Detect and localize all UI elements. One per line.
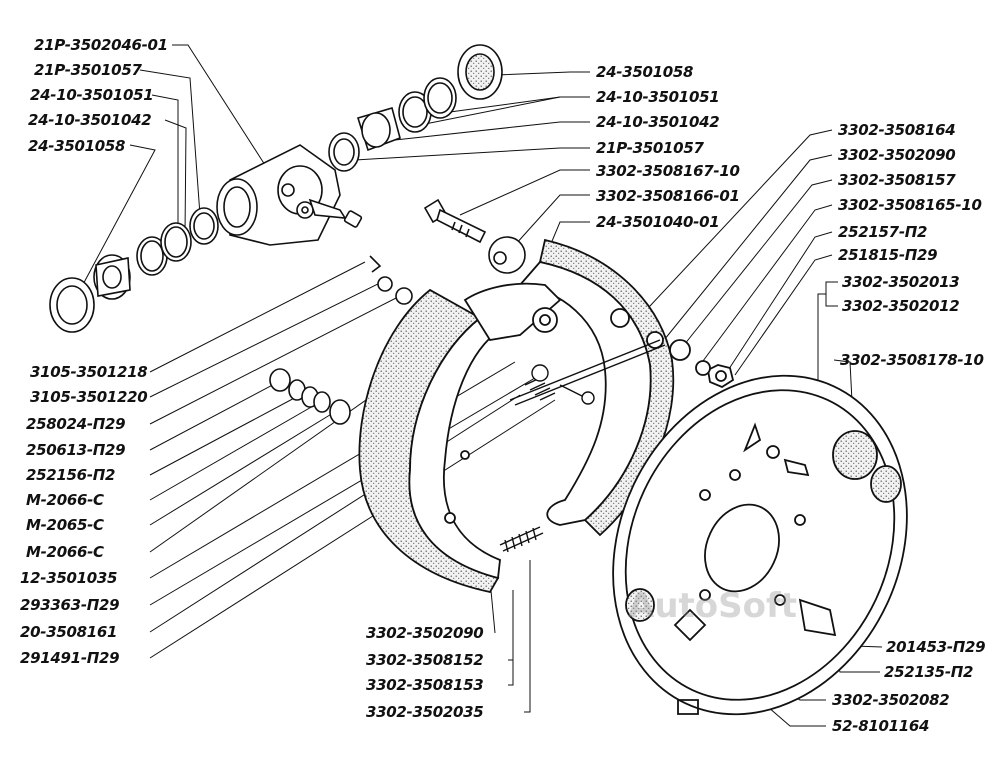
label-24-10-3501042: 24-10-3501042 [28, 111, 152, 129]
label-3302-3508153: 3302-3508153 [366, 676, 484, 694]
watermark: AutoSoft [628, 586, 798, 626]
pins-washers [270, 237, 525, 424]
label-3302-3502082: 3302-3502082 [832, 691, 950, 709]
label-3302-3508178-10: 3302-3508178-10 [840, 351, 984, 369]
brake-shoe-rear [465, 240, 733, 535]
label-201453-p29: 201453-П29 [886, 638, 986, 656]
label-293363-p29: 293363-П29 [20, 596, 120, 614]
label-3302-3508167-10: 3302-3508167-10 [596, 162, 740, 180]
label-21p-3501057: 21P-3501057 [34, 61, 142, 79]
label-3302-3508164: 3302-3508164 [838, 121, 956, 139]
label-3302-3502090-r: 3302-3502090 [838, 146, 956, 164]
cylinder-left-parts [50, 208, 218, 332]
brake-shoe-front [359, 290, 500, 592]
label-3302-3508157: 3302-3508157 [838, 171, 956, 189]
upper-spring [510, 340, 665, 405]
label-3105-3501218: 3105-3501218 [30, 363, 148, 381]
label-3105-3501220: 3105-3501220 [30, 388, 148, 406]
label-m-2066-c-2: М-2066-С [26, 543, 104, 561]
label-251815-p29: 251815-П29 [838, 246, 938, 264]
lower-spring [500, 527, 543, 552]
label-3302-3502035: 3302-3502035 [366, 703, 484, 721]
label-258024-p29: 258024-П29 [26, 415, 126, 433]
label-12-3501035: 12-3501035 [20, 569, 118, 587]
label-24-3501040-01: 24-3501040-01 [596, 213, 720, 231]
label-252135-p2: 252135-П2 [884, 663, 974, 681]
backing-plate [559, 327, 961, 757]
label-250613-p29: 250613-П29 [26, 441, 126, 459]
label-252156-p2: 252156-П2 [26, 466, 116, 484]
label-24-10-3501042-r: 24-10-3501042 [596, 113, 720, 131]
label-291491-p29: 291491-П29 [20, 649, 120, 667]
label-24-3501058: 24-3501058 [28, 137, 126, 155]
cylinder-right-parts [329, 45, 502, 171]
label-24-10-3501051-r: 24-10-3501051 [596, 88, 720, 106]
label-24-10-3501051: 24-10-3501051 [30, 86, 154, 104]
label-m-2066-c-1: М-2066-С [26, 491, 104, 509]
adjuster-bolt [425, 200, 485, 242]
label-21p-3501057-r: 21P-3501057 [596, 139, 704, 157]
label-3302-3502013: 3302-3502013 [842, 273, 960, 291]
label-m-2065-c: М-2065-С [26, 516, 104, 534]
label-3302-3508152: 3302-3508152 [366, 651, 484, 669]
label-3302-3502090-m: 3302-3502090 [366, 624, 484, 642]
label-3302-3502012: 3302-3502012 [842, 297, 960, 315]
label-252157-p2: 252157-П2 [838, 223, 928, 241]
label-52-8101164: 52-8101164 [832, 717, 930, 735]
label-20-3508161: 20-3508161 [20, 623, 118, 641]
label-24-3501058-r: 24-3501058 [596, 63, 694, 81]
label-3302-3508165-10: 3302-3508165-10 [838, 196, 982, 214]
wheel-cylinder [217, 145, 362, 245]
label-3302-3508166-01: 3302-3508166-01 [596, 187, 740, 205]
label-21p-3502046-01: 21P-3502046-01 [34, 36, 168, 54]
